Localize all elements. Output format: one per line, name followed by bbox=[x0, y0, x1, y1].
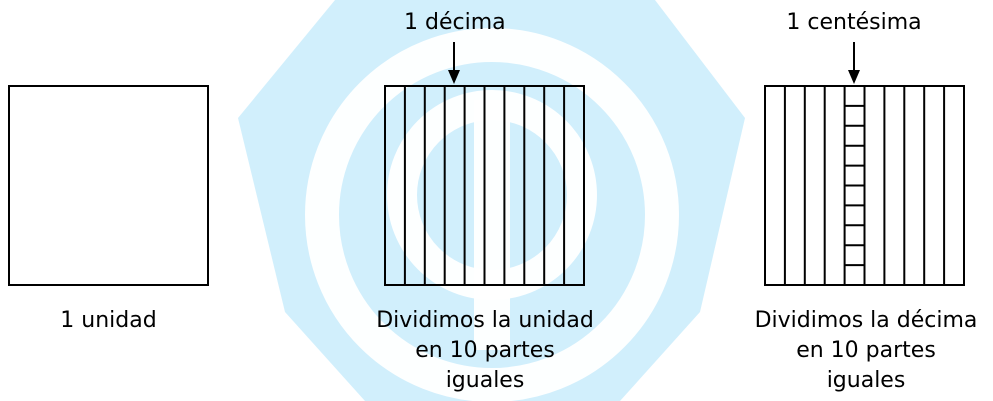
tenths-caption-line-2: en 10 partes bbox=[415, 338, 555, 363]
tenths-caption-line-1: Dividimos la unidad bbox=[376, 308, 594, 333]
hundredths-square bbox=[764, 85, 965, 286]
unidad-caption: 1 unidad bbox=[60, 308, 157, 333]
hundredths-caption-line-1: Dividimos la décima bbox=[754, 308, 978, 333]
tenths-caption-line-3: iguales bbox=[445, 368, 525, 393]
decima-arrow bbox=[448, 42, 460, 84]
hundredths-caption-line-2: en 10 partes bbox=[796, 338, 936, 363]
centesima-arrow bbox=[848, 42, 860, 84]
unit-square bbox=[8, 85, 209, 286]
tenths-square bbox=[384, 85, 585, 286]
decima-label: 1 décima bbox=[404, 10, 506, 35]
centesima-label: 1 centésima bbox=[786, 10, 922, 35]
watermark-logo bbox=[238, 0, 745, 401]
hundredths-caption-line-3: iguales bbox=[826, 368, 906, 393]
